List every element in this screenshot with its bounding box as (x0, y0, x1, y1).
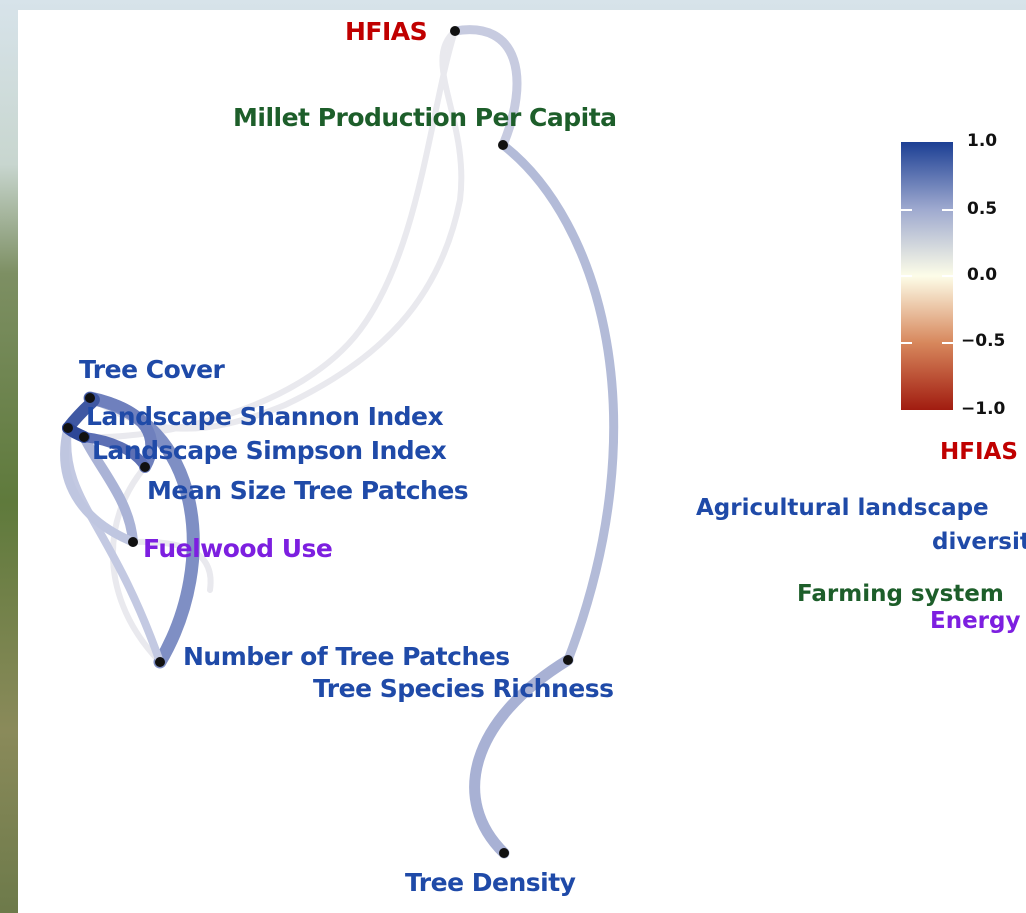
node-label-shannon: Landscape Shannon Index (86, 402, 444, 431)
node-dot-richness (563, 655, 573, 665)
node-label-num-patches: Number of Tree Patches (183, 642, 510, 671)
colorbar-tick-label: 0.0 (967, 265, 998, 285)
node-dot-density (499, 848, 509, 858)
legend-landscape-diversity-line2: diversity (932, 529, 1026, 555)
node-dot-num-patches (155, 657, 165, 667)
node-label-hfias: HFIAS (345, 17, 428, 46)
edge-hfias-millet (450, 25, 522, 150)
edge-millet-richness (498, 140, 619, 665)
edge-treecover-meansize (84, 392, 158, 473)
node-dot-shannon (63, 423, 73, 433)
colorbar-ticks (901, 209, 953, 344)
edge-hfias-simpson (81, 28, 458, 441)
node-label-density: Tree Density (405, 868, 576, 897)
node-label-simpson: Landscape Simpson Index (92, 436, 447, 465)
node-dot-millet (498, 140, 508, 150)
legend-hfias: HFIAS (940, 439, 1018, 465)
edge-shannon-fuelwood (60, 423, 138, 547)
edge-richness-density (469, 654, 574, 859)
node-dot-tree-cover (85, 393, 95, 403)
node-dot-simpson (79, 432, 89, 442)
positive-edges (60, 25, 619, 859)
colorbar-tick-label: −1.0 (961, 399, 1006, 419)
node-label-tree-cover: Tree Cover (79, 355, 225, 384)
colorbar-tick-label: −0.5 (961, 331, 1006, 351)
node-label-fuelwood: Fuelwood Use (143, 534, 333, 563)
edge-simpson-meansize (79, 432, 150, 472)
node-label-millet: Millet Production Per Capita (233, 103, 617, 132)
legend-farming-system: Farming system (797, 581, 1004, 607)
node-dot-fuelwood (128, 537, 138, 547)
legend-energy: Energy (930, 608, 1021, 634)
colorbar-tick-label: 1.0 (967, 131, 998, 151)
node-dot-mean-size (140, 462, 150, 472)
legend-landscape-diversity: Agricultural landscape (696, 495, 989, 521)
node-label-mean-size: Mean Size Tree Patches (147, 476, 469, 505)
edge-simpson-fuelwood (79, 432, 138, 547)
node-dot-hfias (450, 26, 460, 36)
node-label-richness: Tree Species Richness (313, 674, 614, 703)
colorbar-tick-label: 0.5 (967, 199, 998, 219)
node-dots (63, 26, 573, 858)
